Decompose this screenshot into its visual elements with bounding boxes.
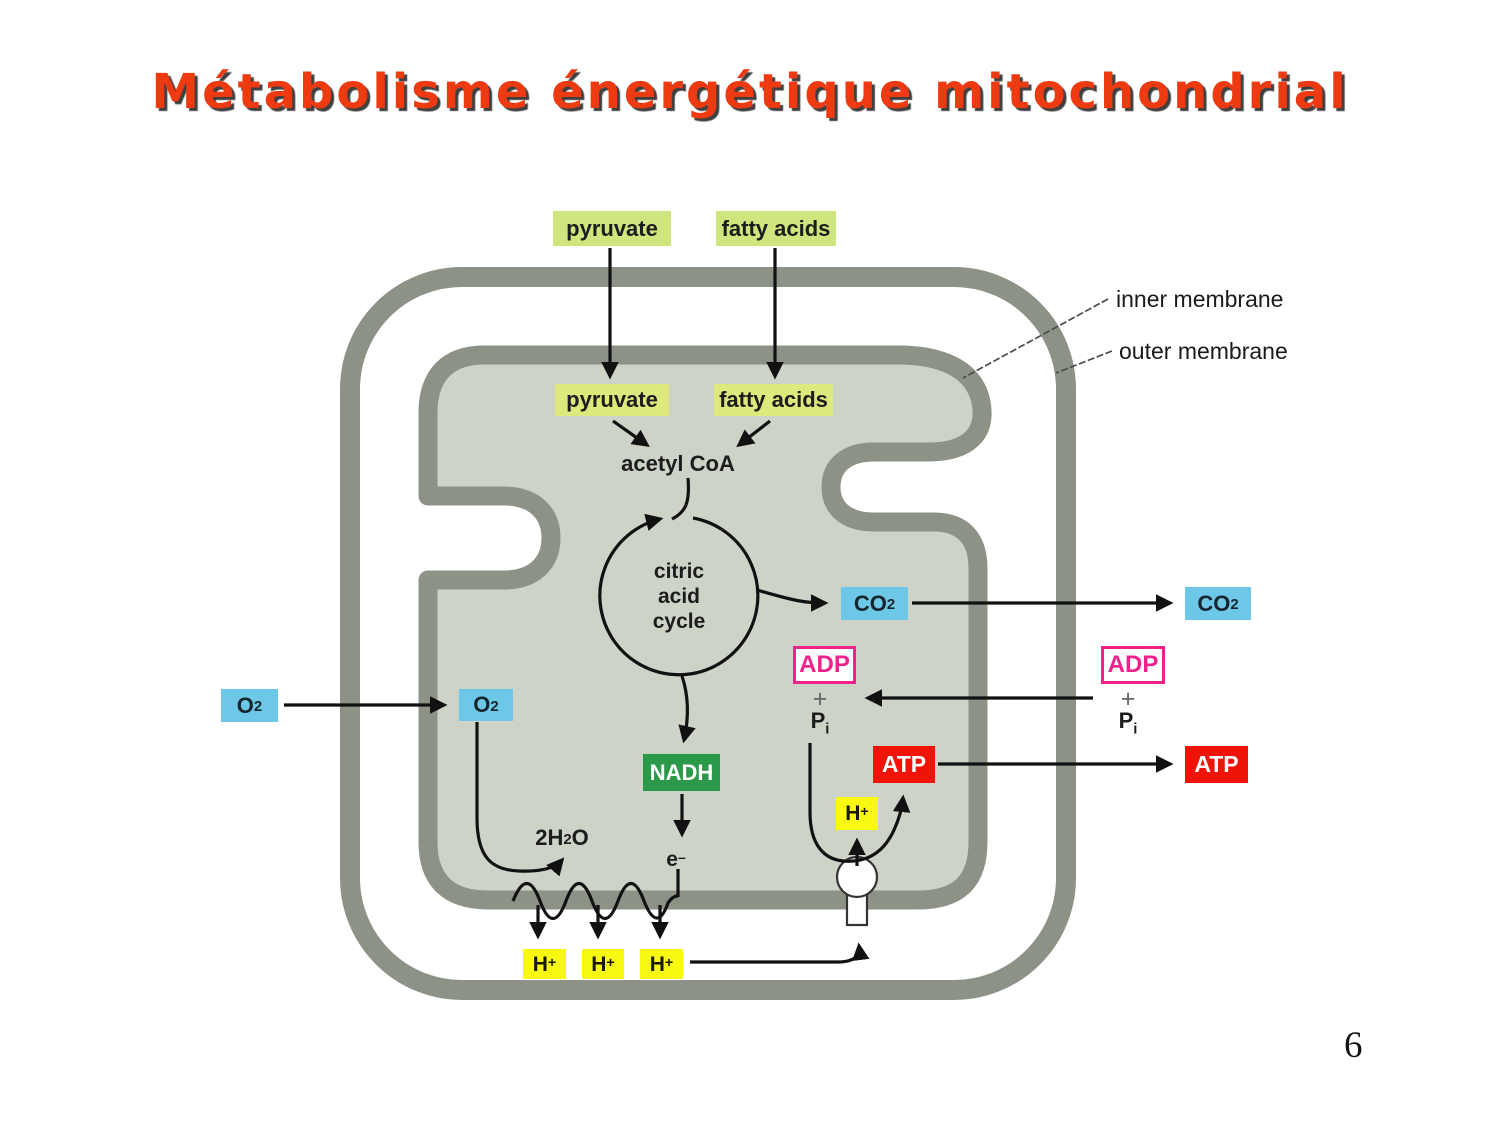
co2-text: CO — [1197, 590, 1231, 616]
pyruvate-label: pyruvate — [566, 387, 658, 412]
proton-text: H — [591, 952, 607, 976]
adp-text: ADP — [799, 651, 850, 678]
fatty-acids-label: fatty acids — [719, 387, 828, 412]
co2-subscript: 2 — [1230, 596, 1239, 614]
cycle-word-acid: acid — [657, 585, 701, 608]
o2-text: O — [236, 692, 254, 718]
proton-text: H — [532, 952, 548, 976]
co2-subscript: 2 — [886, 596, 896, 614]
arrow-cycle-to-nadh — [678, 675, 696, 744]
citric-acid-cycle-circle — [598, 513, 760, 677]
slide-title: Métabolisme énergétique mitochondrial — [151, 64, 1349, 120]
water-text-o: O — [571, 825, 589, 850]
electron-minus: – — [677, 849, 686, 866]
arrow-pyruvate-to-acetylcoa — [612, 419, 650, 448]
electron-label: e– — [636, 847, 716, 871]
arrow-o2-to-water — [475, 722, 565, 877]
atp-box-cytosol: ATP — [1185, 746, 1248, 783]
nadh-text: NADH — [649, 759, 714, 785]
atp-box-matrix: ATP — [873, 746, 935, 783]
o2-subscript: 2 — [253, 698, 263, 716]
outer-membrane-text: outer membrane — [1119, 338, 1288, 364]
pi-label-matrix: Pi — [800, 710, 840, 737]
page-number: 6 — [1344, 1025, 1363, 1066]
acetyl-coa-text: acetyl CoA — [621, 451, 735, 476]
inner-membrane-text: inner membrane — [1116, 286, 1284, 312]
proton-box-3: H+ — [640, 949, 683, 979]
fatty-acids-label: fatty acids — [721, 215, 831, 241]
proton-box-synthase: H+ — [836, 797, 878, 830]
adp-text: ADP — [1107, 651, 1159, 678]
acetyl-coa-label: acetyl CoA — [598, 450, 758, 478]
inner-membrane-leader-line — [962, 298, 1109, 379]
inner-membrane-matrix — [418, 345, 992, 910]
citric-acid-cycle-label: citric acid cycle — [619, 559, 739, 634]
pi-subscript: i — [825, 720, 830, 738]
proton-box-2: H+ — [582, 949, 624, 979]
o2-subscript: 2 — [490, 697, 499, 715]
adp-box-matrix: ADP — [793, 646, 856, 684]
adp-box-cytosol: ADP — [1101, 646, 1165, 684]
proton-plus: + — [860, 804, 869, 821]
electron-text: e — [666, 847, 678, 871]
pyruvate-box-matrix: pyruvate — [555, 384, 669, 416]
outer-membrane-label: outer membrane — [1119, 340, 1288, 363]
cycle-word-cycle: cycle — [652, 610, 706, 633]
o2-text: O — [473, 692, 491, 717]
arrow-proton-return-to-synthase — [690, 942, 870, 964]
proton-plus: + — [547, 954, 557, 971]
pyruvate-label: pyruvate — [566, 215, 658, 241]
fatty-acids-box-matrix: fatty acids — [714, 384, 833, 416]
atp-text: ATP — [881, 751, 927, 777]
arrow-cycle-to-co2 — [756, 588, 829, 612]
proton-box-1: H+ — [523, 949, 566, 979]
plus-text: + — [812, 685, 828, 713]
line-acetylcoa-to-cycle — [671, 477, 691, 521]
proton-text: H — [649, 952, 665, 976]
outer-membrane-leader-line — [1055, 350, 1113, 374]
pi-label-cytosol: Pi — [1108, 710, 1148, 737]
co2-text: CO — [853, 590, 887, 616]
electron-transport-chain-wave — [511, 881, 679, 921]
flow-arrows — [284, 248, 1174, 964]
proton-text: H — [845, 802, 861, 825]
proton-plus: + — [606, 954, 615, 971]
pi-text: P — [1118, 708, 1134, 733]
cycle-word-citric: citric — [653, 560, 705, 583]
arrow-adp-to-atp-curve — [808, 743, 911, 863]
plus-text: + — [1120, 685, 1136, 713]
pi-subscript: i — [1133, 720, 1138, 738]
atp-text: ATP — [1194, 751, 1239, 777]
inner-membrane-label: inner membrane — [1116, 288, 1283, 311]
proton-plus: + — [664, 954, 674, 971]
plus-sign-cytosol: + — [1108, 687, 1148, 712]
water-text: 2H — [535, 825, 564, 850]
arrow-fattyacids-to-acetylcoa — [736, 419, 771, 448]
nadh-box: NADH — [643, 754, 720, 791]
plus-sign-matrix: + — [800, 687, 840, 712]
pi-text: P — [810, 708, 826, 733]
pyruvate-box-cytosol: pyruvate — [553, 211, 671, 246]
water-subscript: 2 — [563, 830, 572, 848]
fatty-acids-box-cytosol: fatty acids — [716, 211, 836, 246]
